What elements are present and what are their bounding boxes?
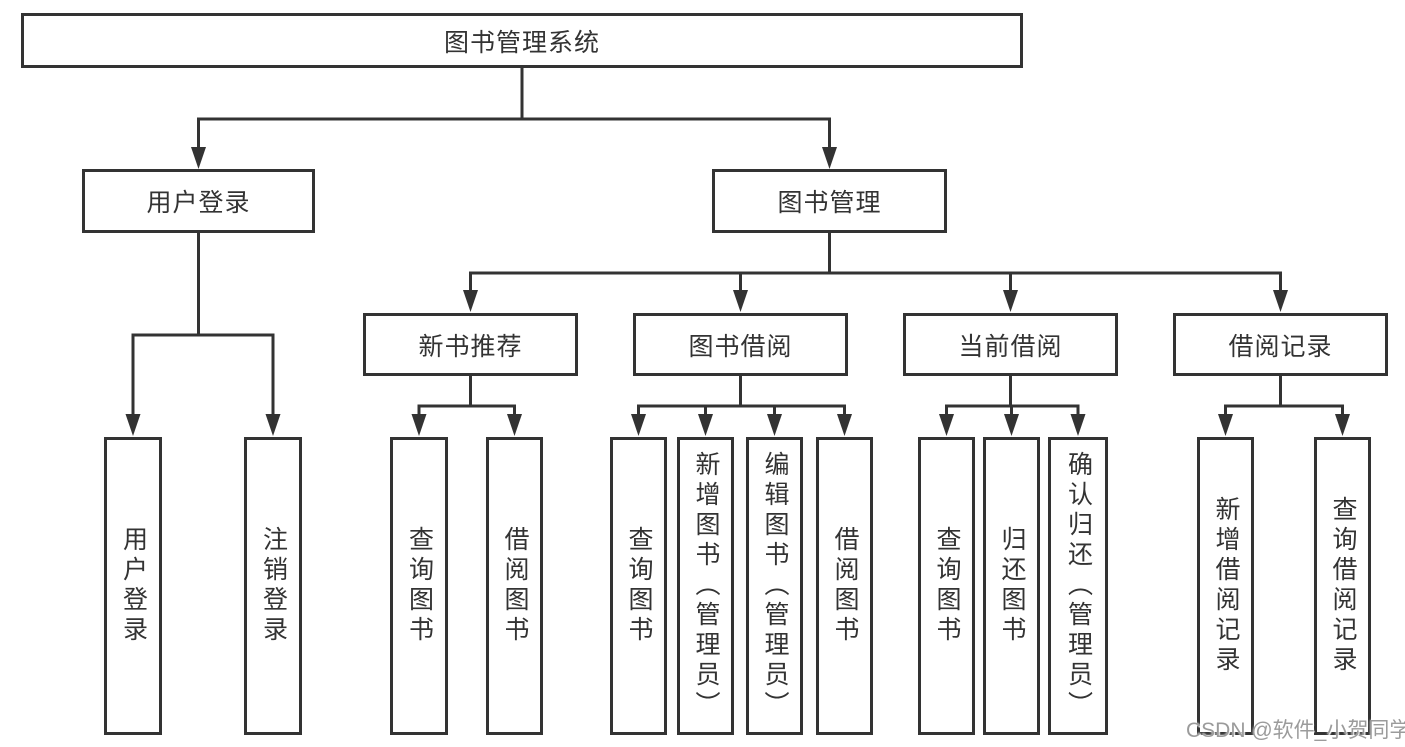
leaf-search-books-current: 查询图书 xyxy=(918,437,975,735)
leaf-label: 编辑图书（管理员） xyxy=(761,451,789,721)
leaf-label: 查询图书 xyxy=(933,526,961,646)
leaf-label: 新增借阅记录 xyxy=(1212,496,1240,676)
node-root-label: 图书管理系统 xyxy=(443,28,600,57)
arrowhead-icons xyxy=(125,147,1350,436)
node-root: 图书管理系统 xyxy=(21,13,1023,68)
leaf-logout-label: 注销登录 xyxy=(259,526,288,646)
leaf-return-books: 归还图书 xyxy=(983,437,1040,735)
leaf-logout: 注销登录 xyxy=(244,437,302,735)
node-book-borrowing: 图书借阅 xyxy=(633,313,848,376)
node-book-management: 图书管理 xyxy=(712,169,947,233)
csdn-watermark: CSDN @软件_小贺同学 xyxy=(1186,719,1405,742)
node-user-login: 用户登录 xyxy=(82,169,315,233)
leaf-label: 新增图书（管理员） xyxy=(692,451,720,721)
leaf-edit-books-admin: 编辑图书（管理员） xyxy=(746,437,803,735)
node-book-borrowing-label: 图书借阅 xyxy=(688,332,793,361)
leaf-label: 归还图书 xyxy=(998,526,1026,646)
node-borrowing-records: 借阅记录 xyxy=(1173,313,1388,376)
leaf-search-books-recommend: 查询图书 xyxy=(390,437,448,735)
leaf-label: 确认归还（管理员） xyxy=(1064,451,1093,721)
leaf-search-borrow-record: 查询借阅记录 xyxy=(1314,437,1371,735)
leaf-borrow-books-recommend: 借阅图书 xyxy=(486,437,543,735)
node-current-borrowing-label: 当前借阅 xyxy=(958,332,1063,361)
node-new-book-recommend-label: 新书推荐 xyxy=(418,332,523,361)
node-user-login-label: 用户登录 xyxy=(146,189,251,217)
leaf-label: 借阅图书 xyxy=(501,526,529,646)
leaf-search-books-borrowing: 查询图书 xyxy=(610,437,667,735)
leaf-label: 查询借阅记录 xyxy=(1329,496,1357,676)
node-book-management-label: 图书管理 xyxy=(777,189,882,217)
leaf-user-login-label: 用户登录 xyxy=(119,526,148,646)
leaf-borrow-books-borrowing: 借阅图书 xyxy=(816,437,873,735)
leaf-label: 借阅图书 xyxy=(831,526,859,646)
leaf-label: 查询图书 xyxy=(625,526,653,646)
leaf-confirm-return-admin: 确认归还（管理员） xyxy=(1048,437,1108,735)
node-current-borrowing: 当前借阅 xyxy=(903,313,1118,376)
node-new-book-recommend: 新书推荐 xyxy=(363,313,578,376)
leaf-add-books-admin: 新增图书（管理员） xyxy=(677,437,734,735)
leaf-add-borrow-record: 新增借阅记录 xyxy=(1197,437,1254,735)
leaf-user-login: 用户登录 xyxy=(104,437,162,735)
leaf-label: 查询图书 xyxy=(405,526,434,646)
node-borrowing-records-label: 借阅记录 xyxy=(1228,332,1333,361)
